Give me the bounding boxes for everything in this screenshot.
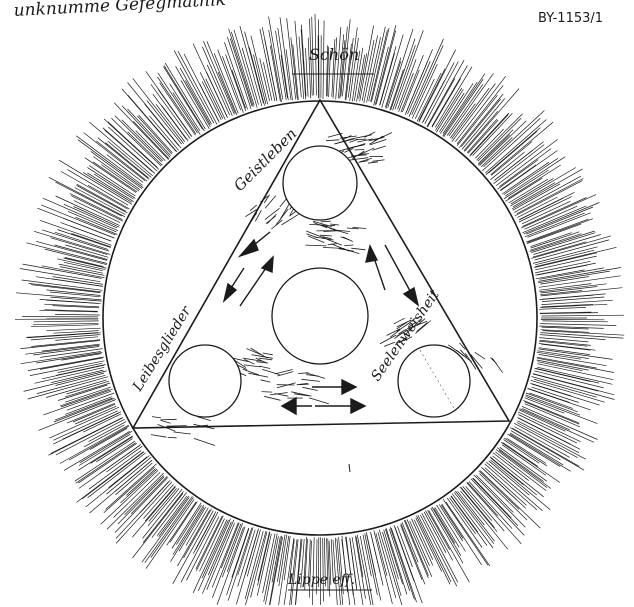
top-vertex-circle: [283, 146, 357, 220]
bottom-label-script: Lippe eff.: [287, 572, 355, 588]
left-vertex-circle: [169, 345, 241, 417]
hatch-stroke: [262, 392, 273, 393]
hatch-stroke: [354, 150, 364, 151]
center-circle: [272, 268, 368, 364]
catalog-number: BY-1153/1: [538, 11, 603, 26]
right-vertex-circle: [398, 345, 470, 417]
top-label-script: Schön: [309, 45, 359, 64]
